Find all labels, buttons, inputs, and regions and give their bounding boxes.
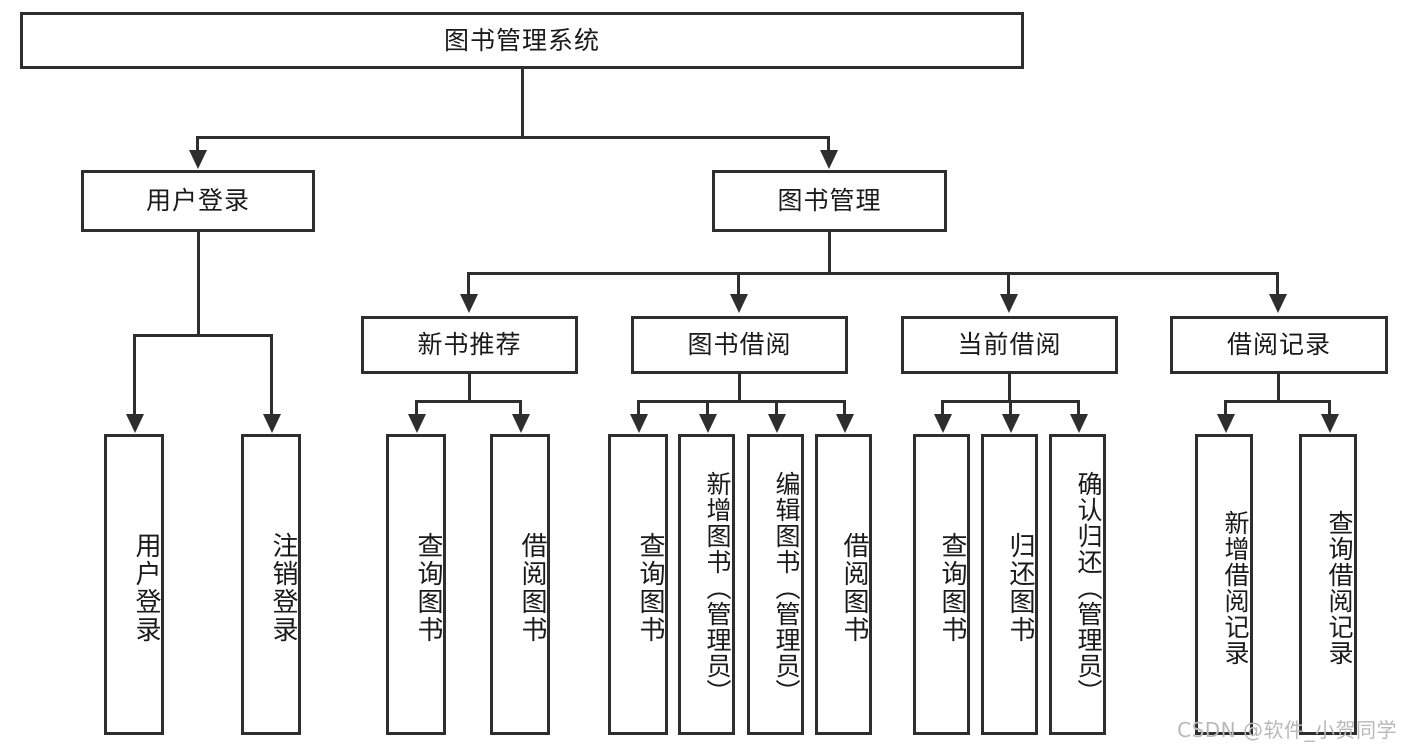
node-current-borrow[interactable]: 当前借阅 (901, 316, 1118, 374)
arrow-to-book-borrow (730, 294, 748, 313)
connector-book-management-stem (828, 232, 831, 274)
connector-root-bus (196, 136, 830, 139)
connector-borrow-record-stem (1277, 374, 1280, 402)
node-new-book-recommend[interactable]: 新书推荐 (361, 316, 578, 374)
leaf-user-login[interactable]: 用户登录 (104, 434, 164, 735)
connector-user-login-branch-2 (270, 334, 273, 416)
arrow-to-current-borrow (1000, 294, 1018, 313)
connector-current-borrow-stem (1008, 374, 1011, 402)
connector-book-borrow-branch-3 (775, 400, 778, 416)
connector-new-book-bus (415, 400, 522, 403)
connector-to-new-book-recommend (467, 272, 470, 296)
connector-user-login-bus (133, 334, 272, 337)
connector-book-borrow-branch-2 (706, 400, 709, 416)
leaf-query-book-borrow[interactable]: 查询图书 (608, 434, 668, 735)
leaf-confirm-return-admin[interactable]: 确认归还（管理员） (1049, 434, 1106, 735)
node-user-login[interactable]: 用户登录 (81, 170, 315, 232)
connector-current-borrow-branch-1 (941, 400, 944, 416)
arrow-to-leaf-query-book-2 (630, 414, 648, 433)
connector-user-login-stem (197, 232, 200, 336)
leaf-query-borrow-record[interactable]: 查询借阅记录 (1299, 434, 1357, 735)
arrow-to-leaf-confirm-return (1070, 414, 1088, 433)
node-book-management[interactable]: 图书管理 (712, 170, 947, 232)
leaf-borrow-book-recommend[interactable]: 借阅图书 (490, 434, 550, 735)
arrow-to-leaf-edit-book (768, 414, 786, 433)
leaf-edit-book-admin[interactable]: 编辑图书（管理员） (747, 434, 804, 735)
arrow-to-leaf-logout (263, 414, 281, 433)
leaf-return-book[interactable]: 归还图书 (981, 434, 1038, 735)
arrow-to-new-book-recommend (460, 294, 478, 313)
connector-new-book-branch-1 (415, 400, 418, 416)
connector-current-borrow-branch-2 (1009, 400, 1012, 416)
connector-borrow-record-branch-1 (1224, 400, 1227, 416)
leaf-query-book-recommend[interactable]: 查询图书 (386, 434, 446, 735)
connector-root-to-user-login (196, 136, 199, 153)
arrow-to-leaf-borrow-book-2 (836, 414, 854, 433)
arrow-to-leaf-add-book (699, 414, 717, 433)
arrow-to-leaf-query-record (1321, 414, 1339, 433)
leaf-logout[interactable]: 注销登录 (241, 434, 301, 735)
arrow-to-leaf-borrow-book-1 (512, 414, 530, 433)
node-borrow-record[interactable]: 借阅记录 (1170, 316, 1388, 374)
arrow-to-book-management (820, 150, 838, 169)
node-book-borrow[interactable]: 图书借阅 (631, 316, 848, 374)
connector-borrow-record-bus (1224, 400, 1331, 403)
leaf-add-book-admin[interactable]: 新增图书（管理员） (678, 434, 735, 735)
connector-root-stem (521, 69, 524, 136)
arrow-to-leaf-add-record (1217, 414, 1235, 433)
connector-user-login-branch-1 (133, 334, 136, 416)
leaf-borrow-book[interactable]: 借阅图书 (815, 434, 872, 735)
leaf-query-book-current[interactable]: 查询图书 (913, 434, 970, 735)
node-book-management-system[interactable]: 图书管理系统 (20, 12, 1024, 69)
arrow-to-borrow-record (1269, 294, 1287, 313)
connector-to-current-borrow (1007, 272, 1010, 296)
connector-book-borrow-bus (637, 400, 845, 403)
connector-root-to-book-management (827, 136, 830, 153)
connector-book-borrow-stem (738, 374, 741, 402)
arrow-to-leaf-return-book (1002, 414, 1020, 433)
connector-new-book-stem (468, 374, 471, 402)
connector-to-book-borrow (737, 272, 740, 296)
leaf-add-borrow-record[interactable]: 新增借阅记录 (1195, 434, 1253, 735)
connector-to-borrow-record (1276, 272, 1279, 296)
connector-book-borrow-branch-4 (843, 400, 846, 416)
connector-current-borrow-branch-3 (1077, 400, 1080, 416)
arrow-to-user-login (189, 150, 207, 169)
arrow-to-leaf-query-book-3 (934, 414, 952, 433)
arrow-to-leaf-query-book-1 (408, 414, 426, 433)
connector-borrow-record-branch-2 (1328, 400, 1331, 416)
arrow-to-leaf-user-login (126, 414, 144, 433)
connector-level3-bus (467, 272, 1279, 275)
connector-book-borrow-branch-1 (637, 400, 640, 416)
connector-new-book-branch-2 (519, 400, 522, 416)
